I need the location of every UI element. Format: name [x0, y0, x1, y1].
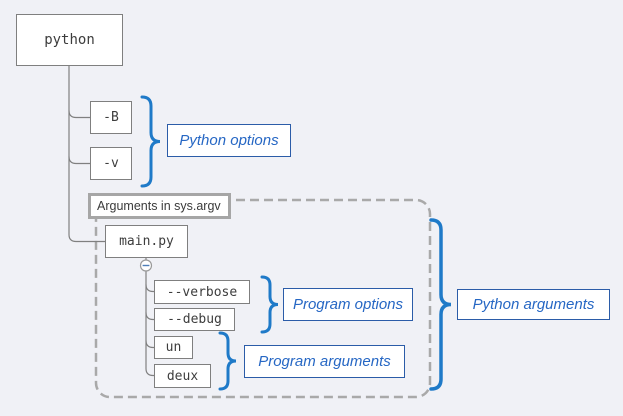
- program-options-callout: Program options: [283, 288, 413, 321]
- python-arguments-brace: [429, 218, 452, 391]
- node-verbose-option: --verbose: [154, 280, 250, 304]
- python-arguments-callout: Python arguments: [457, 289, 610, 320]
- connector-main-to-un: [145, 340, 154, 349]
- python-options-brace: [140, 95, 161, 188]
- program-arguments-callout: Program arguments: [244, 345, 405, 378]
- connector-python-to-optB: [68, 110, 90, 119]
- connector-python-to-optV: [68, 156, 90, 165]
- tree-connectors: [68, 66, 154, 377]
- node-deux-argument: deux: [154, 364, 211, 388]
- node-un-argument: un: [154, 336, 193, 359]
- python-options-callout: Python options: [167, 124, 291, 157]
- node-option-v: -v: [90, 147, 132, 180]
- program-arguments-brace: [218, 331, 237, 391]
- collapse-minus-icon: [139, 259, 153, 272]
- connector-main-to-deux: [145, 368, 154, 377]
- node-main-py: main.py: [105, 225, 188, 258]
- node-python: python: [16, 14, 123, 66]
- connector-main-to-verbose: [145, 284, 154, 293]
- connector-main-to-debug: [145, 312, 154, 321]
- argv-group-dashed-border: [94, 198, 432, 399]
- node-option-B: -B: [90, 101, 132, 134]
- argv-group-title: Arguments in sys.argv: [88, 193, 231, 219]
- program-options-brace: [260, 275, 279, 334]
- node-debug-option: --debug: [154, 308, 235, 331]
- brace-layer: [140, 95, 452, 391]
- connector-python-to-main: [68, 66, 105, 243]
